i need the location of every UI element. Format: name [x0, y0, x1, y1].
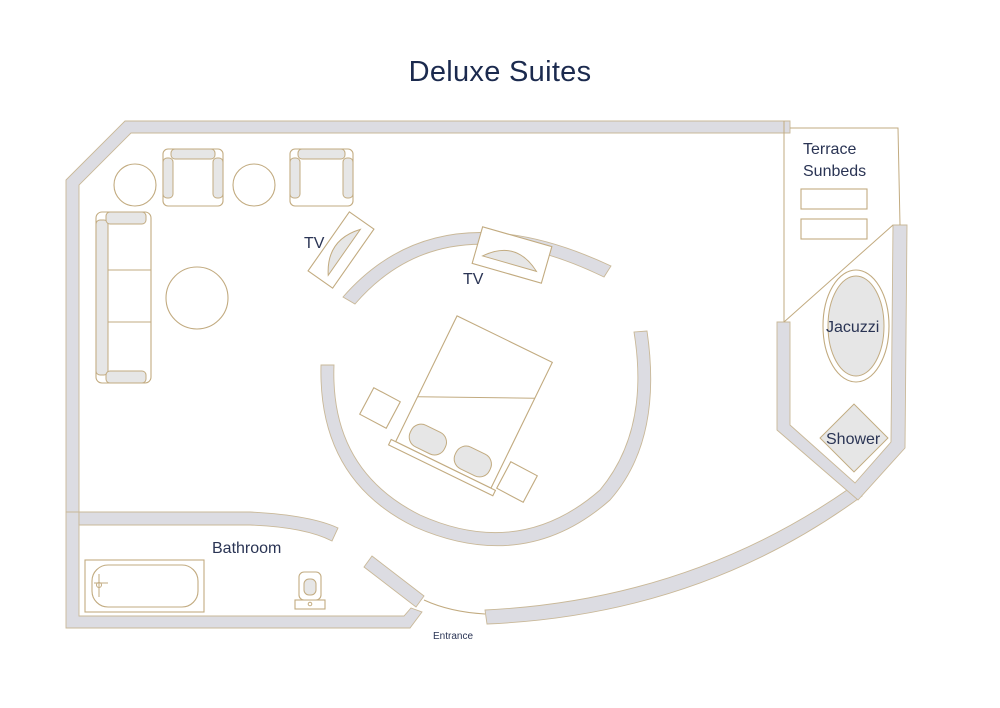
side-table-1 [113, 163, 157, 207]
page-title: Deluxe Suites [408, 56, 592, 88]
bathroom-label: Bathroom [212, 540, 281, 557]
terrace-label-line2: Sunbeds [803, 163, 866, 180]
sunbed-2 [800, 218, 868, 240]
wall-curved-south [484, 487, 863, 625]
shower [819, 403, 889, 473]
sofa [95, 211, 152, 384]
nightstand-left [358, 386, 402, 430]
side-table-2 [232, 163, 276, 207]
jacuzzi [822, 269, 890, 383]
wall-bathroom [65, 511, 423, 629]
armchair-1 [162, 148, 224, 207]
nightstand-right [495, 460, 539, 504]
armchair-2 [289, 148, 354, 207]
jacuzzi-label: Jacuzzi [826, 319, 879, 336]
shower-label: Shower [826, 431, 881, 448]
tv-unit-left [307, 211, 375, 289]
terrace-label-line1: Terrace [803, 141, 856, 158]
wall-circle-north [342, 232, 612, 305]
toilet [294, 571, 326, 610]
terrace-outline [783, 121, 901, 323]
wall-bathroom-door [363, 555, 425, 608]
bathtub [84, 559, 205, 613]
tv-left-label: TV [304, 235, 325, 252]
entrance-door-arc [423, 599, 486, 615]
wall-bathroom-divider [78, 511, 339, 542]
bed [387, 315, 554, 497]
tv-unit-center [471, 226, 553, 284]
entrance-label: Entrance [433, 631, 473, 642]
sunbed-1 [800, 188, 868, 210]
coffee-table [165, 266, 229, 330]
wall-circle-south [320, 330, 652, 547]
tv-center-label: TV [463, 271, 484, 288]
